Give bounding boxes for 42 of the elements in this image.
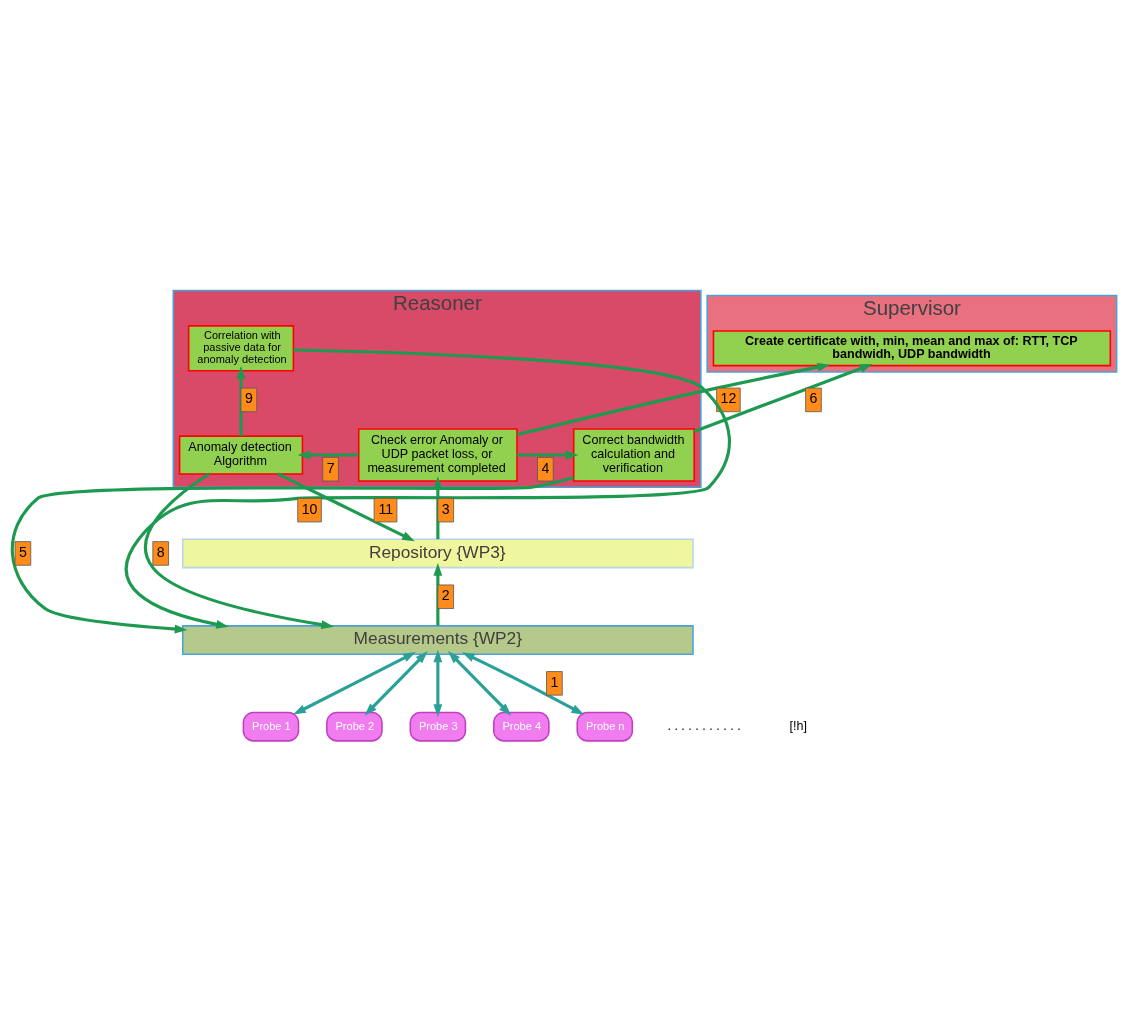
node-box: Repository {WP3} [181, 538, 694, 569]
edge-label: 9 [244, 390, 253, 407]
arrow [447, 651, 512, 716]
node-box: Probe n [576, 711, 634, 742]
node-box: Probe 2 [326, 711, 383, 742]
arrow [277, 472, 415, 542]
arrow [297, 450, 359, 460]
arrow [364, 651, 428, 716]
node-box: Probe 1 [242, 711, 300, 742]
node-box: Correlation with passive data for anomaly detection [187, 325, 295, 372]
arrow [236, 366, 246, 436]
edge-label: 5 [18, 543, 27, 560]
edge-label: 8 [156, 543, 165, 560]
node-box: Anomaly detection Algorithm [178, 435, 304, 475]
arrow [517, 450, 579, 460]
node-box: Measurements {WP2} [181, 625, 694, 655]
arrow [433, 649, 443, 717]
edge-label: 7 [326, 459, 335, 476]
arrow [516, 362, 831, 437]
arrow [433, 563, 443, 626]
arrow [125, 348, 731, 629]
node-box: Probe 3 [409, 711, 467, 742]
edge-label: 2 [441, 587, 450, 604]
node-box: Correct bandwidth calculation and verification [572, 428, 695, 482]
node-box: Probe 4 [493, 711, 550, 742]
edge-label: 1 [550, 673, 559, 690]
edge-label: 11 [378, 500, 394, 517]
edge-label: 6 [809, 390, 818, 407]
arrow [461, 652, 585, 715]
arrow [144, 472, 334, 629]
label: [!h] [789, 718, 807, 733]
edge-label: 12 [720, 390, 737, 407]
edge-label: 3 [441, 500, 450, 517]
label: . . . . . . . . . . . [667, 718, 741, 733]
edge-label: 4 [541, 459, 550, 476]
node-box: Create certificate with, min, mean and max of: RTT, TCP bandwidh, UDP bandwidth [712, 330, 1112, 367]
node-box: Check error Anomaly or UDP packet loss, or measurement completed [357, 428, 518, 482]
arrow [693, 364, 873, 433]
arrow [10, 475, 574, 634]
edge-label: 10 [301, 500, 318, 517]
arrow [293, 652, 416, 715]
arrow [433, 476, 443, 540]
